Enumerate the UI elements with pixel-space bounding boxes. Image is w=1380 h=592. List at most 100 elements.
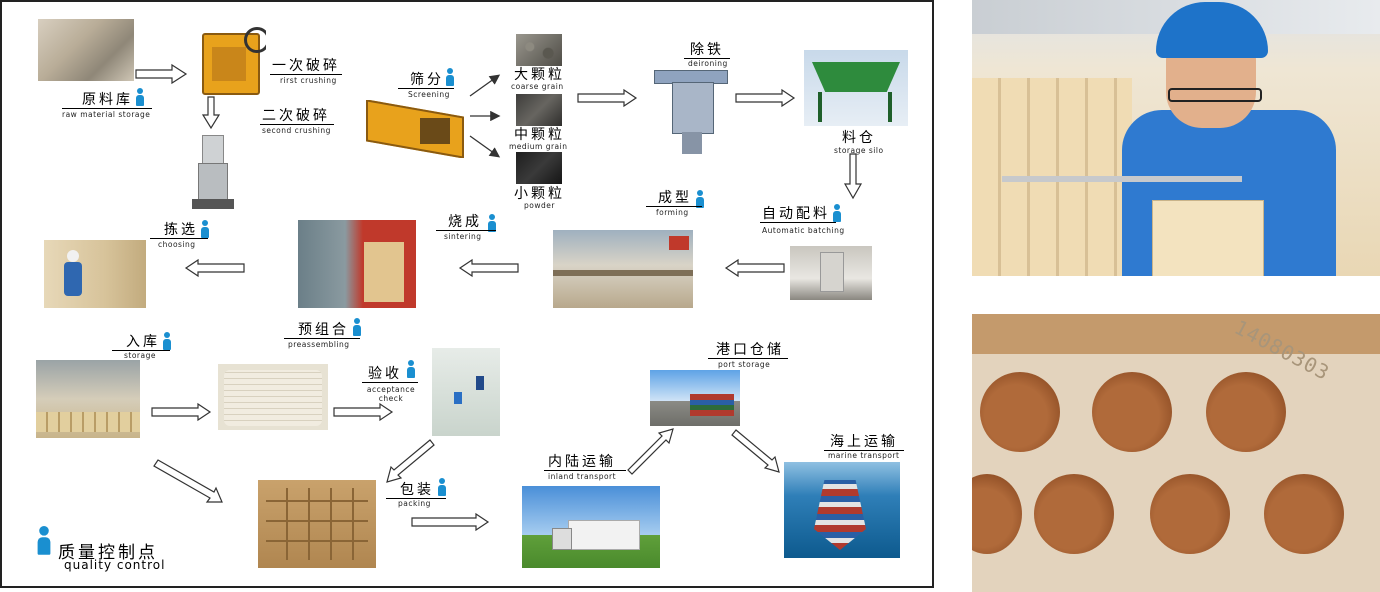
preassembling-label: 预组合 <box>298 322 349 338</box>
arrow-port-to-marine <box>731 429 780 473</box>
arrow-packing-to-inland <box>411 512 490 532</box>
inland-transport-en: inland transport <box>548 472 617 481</box>
arrow-to-coarse <box>469 74 501 97</box>
quality-control-legend-icon <box>36 526 52 555</box>
powder-image <box>516 152 562 184</box>
arrow-preassembly-to-acceptance <box>333 402 394 422</box>
label-underline <box>386 498 446 499</box>
jaw-crusher-image <box>198 25 266 97</box>
port-storage-label: 港口仓储 <box>716 342 784 358</box>
deironing-en: deironing <box>688 59 728 68</box>
label-underline <box>436 230 496 231</box>
choosing-en: choosing <box>158 240 196 249</box>
flow-arrows <box>135 63 863 532</box>
label-underline <box>112 350 170 351</box>
storage-silo-label: 料仓 <box>842 130 876 146</box>
acceptance-label: 验收 <box>368 366 402 382</box>
arrow-crusher-to-mill <box>201 96 221 130</box>
storage-en: storage <box>124 351 156 360</box>
forming-label: 成型 <box>658 190 692 206</box>
packing-en: packing <box>398 499 431 508</box>
packing-label: 包装 <box>400 482 434 498</box>
label-underline <box>150 238 208 239</box>
legend-label-zh: 质量控制点 <box>58 543 158 563</box>
label-underline <box>708 358 788 359</box>
arrow-forming-to-sintering <box>458 258 519 278</box>
inland-transport-photo <box>522 486 660 568</box>
forming-workshop-photo <box>553 230 693 308</box>
label-underline <box>646 206 702 207</box>
medium-grain-label: 中颗粒 <box>514 127 565 143</box>
deironing-machine-image <box>652 68 732 158</box>
honeycomb-brick-photo: 14080303 <box>972 314 1380 592</box>
legend-label-en: quality control <box>64 558 166 572</box>
label-underline <box>684 58 730 59</box>
label-underline <box>760 222 836 223</box>
first-crushing-label: 一次破碎 <box>272 58 340 74</box>
arrow-sintering-to-choosing <box>184 258 245 278</box>
quality-control-icon <box>135 88 145 106</box>
batching-en: Automatic batching <box>762 226 845 235</box>
marine-transport-label: 海上运输 <box>830 434 898 450</box>
arrow-deiron-to-silo <box>735 88 796 108</box>
second-crushing-label: 二次破碎 <box>262 108 330 124</box>
arrow-storage-to-packing <box>153 459 223 503</box>
first-crushing-en: rirst crushing <box>280 76 337 85</box>
screening-en: Screening <box>408 90 450 99</box>
arrow-batching-to-forming <box>724 258 785 278</box>
quality-control-icon <box>437 478 447 496</box>
second-crushing-en: second crushing <box>262 126 331 135</box>
quality-control-icon <box>445 68 455 86</box>
acceptance-en: acceptance check <box>366 385 416 403</box>
label-underline <box>544 470 626 471</box>
quality-control-icon <box>695 190 705 208</box>
inland-transport-label: 内陆运输 <box>548 454 616 470</box>
raw-material-label: 原料库 <box>82 92 133 108</box>
arrow-silo-to-batching <box>843 153 863 200</box>
forming-en: forming <box>656 208 689 217</box>
raw-material-photo <box>38 19 134 81</box>
quality-control-icon <box>487 214 497 232</box>
arrow-to-powder <box>469 135 501 158</box>
port-storage-en: port storage <box>718 360 771 369</box>
preassembly-photo <box>218 364 328 430</box>
marine-transport-photo <box>784 462 900 558</box>
powder-en: powder <box>524 201 555 210</box>
arrow-storage-to-preassembly <box>151 402 212 422</box>
batching-photo <box>790 246 872 300</box>
quality-control-icon <box>406 360 416 378</box>
vibrating-screen-image <box>362 100 464 158</box>
label-underline <box>362 382 418 383</box>
worker-measuring-photo <box>972 0 1380 276</box>
arrow-raw-to-crusher <box>135 63 188 85</box>
storage-label: 入库 <box>126 334 160 350</box>
label-underline <box>398 88 454 89</box>
arrow-acceptance-to-packing <box>386 439 435 483</box>
sintering-kiln-photo <box>298 220 416 308</box>
acceptance-check-photo <box>432 348 500 436</box>
coarse-grain-image <box>516 34 562 66</box>
coarse-grain-label: 大颗粒 <box>514 67 565 83</box>
sintering-en: sintering <box>444 232 482 241</box>
screening-label: 筛分 <box>410 72 444 88</box>
quality-control-icon <box>200 220 210 238</box>
packing-crates-photo <box>258 480 376 568</box>
label-underline <box>270 74 342 75</box>
label-underline <box>824 450 904 451</box>
storage-silo-image <box>804 50 908 126</box>
choosing-label: 拣选 <box>164 222 198 238</box>
batching-label: 自动配料 <box>762 206 830 222</box>
powder-label: 小颗粒 <box>514 186 565 202</box>
grinding-mill-image <box>190 135 238 213</box>
deironing-label: 除铁 <box>690 42 724 58</box>
warehouse-photo <box>36 360 140 438</box>
preassembling-en: preassembling <box>288 340 350 349</box>
storage-silo-en: storage silo <box>834 146 884 155</box>
choosing-photo <box>44 240 146 308</box>
label-underline <box>260 124 334 125</box>
sintering-label: 烧成 <box>448 214 482 230</box>
label-underline <box>62 108 152 109</box>
medium-grain-image <box>516 94 562 126</box>
raw-material-en: raw material storage <box>62 110 151 119</box>
label-underline <box>284 338 360 339</box>
